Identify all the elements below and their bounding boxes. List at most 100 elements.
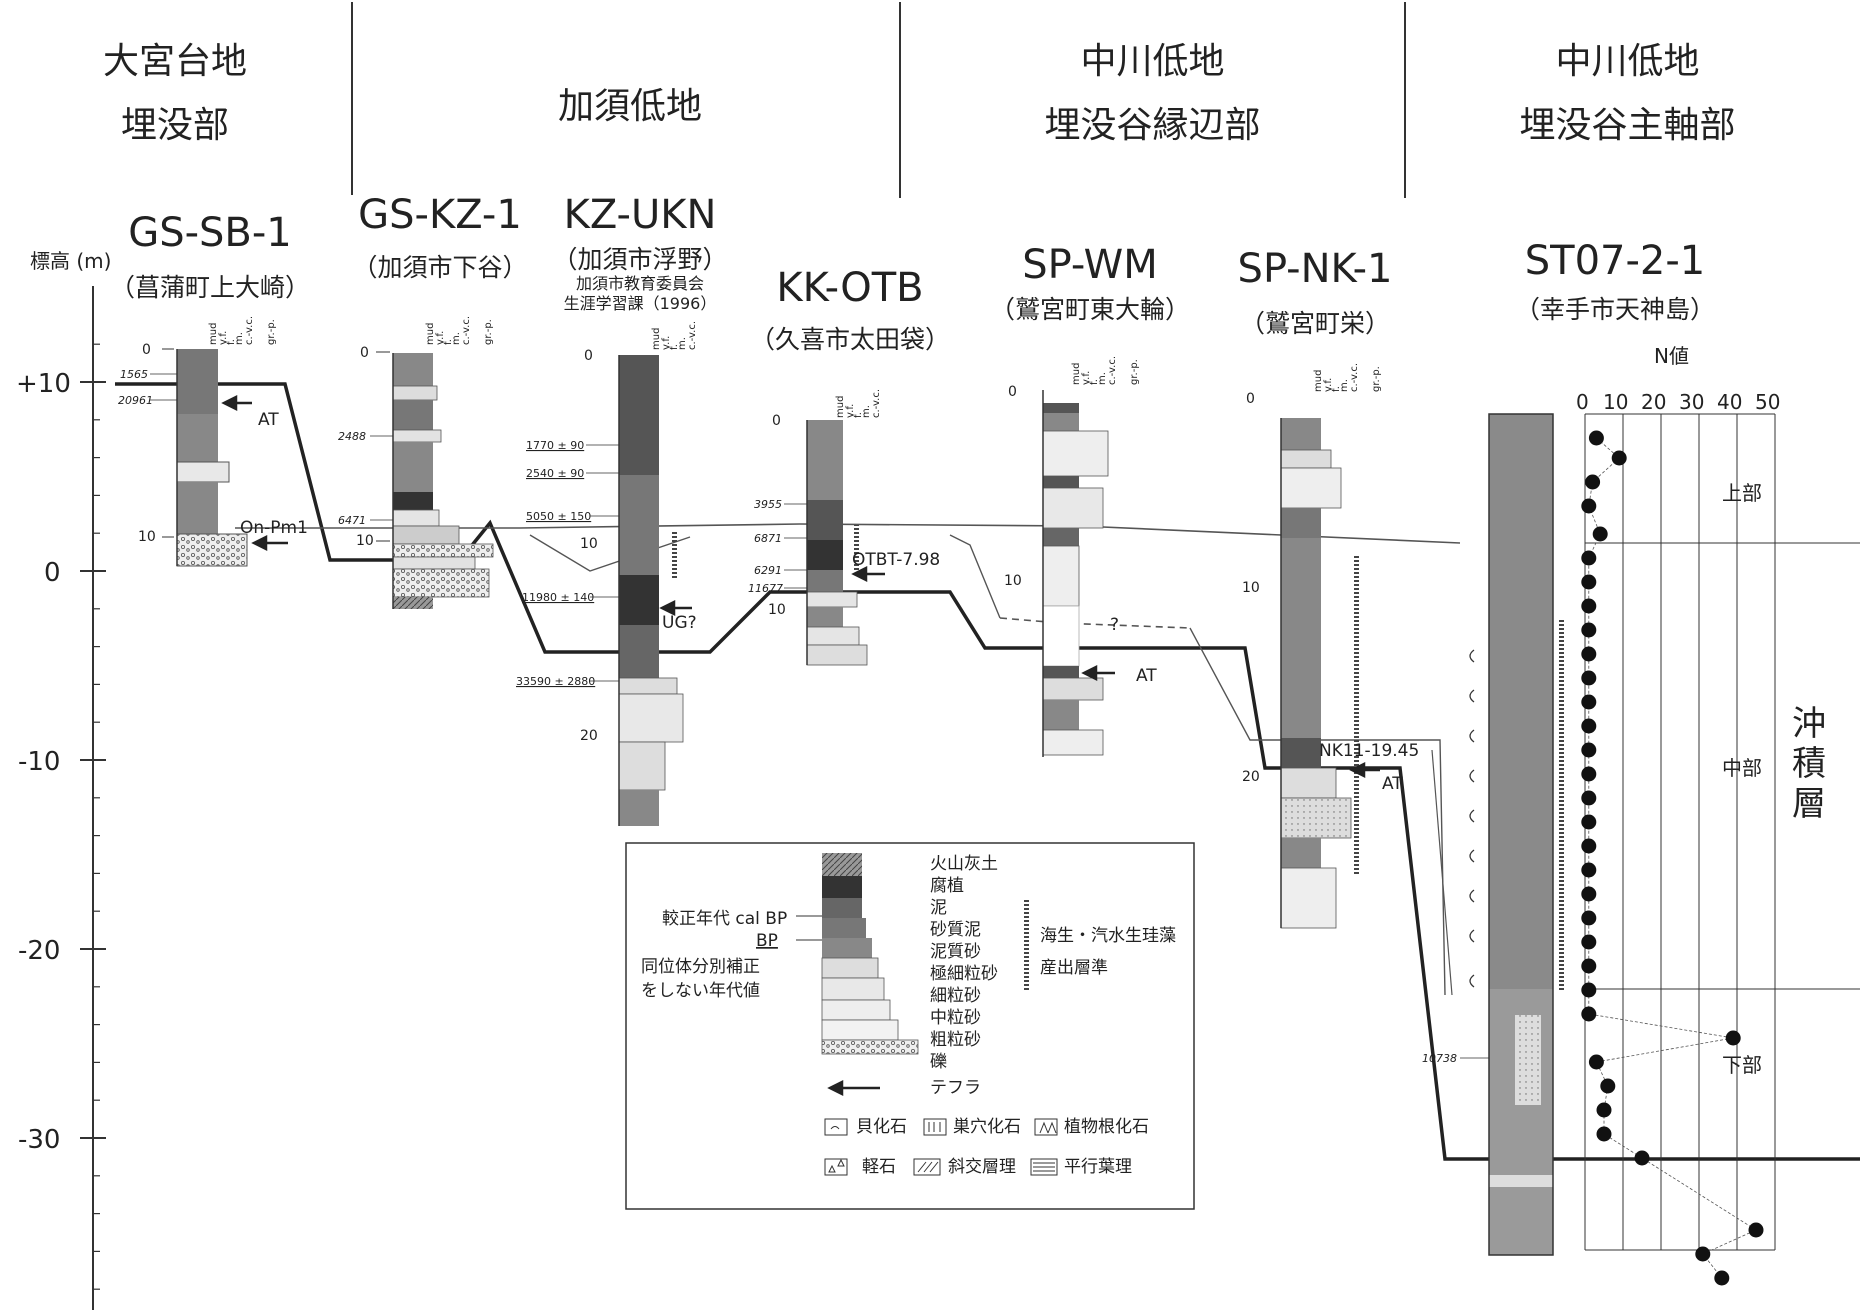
grain-size-label: c.-v.c.	[244, 316, 255, 345]
n-value-point	[1634, 1150, 1650, 1166]
n-value-point	[1581, 498, 1597, 514]
legend-symbol-label: 平行葉理	[1064, 1157, 1132, 1177]
legend-symbol-label: 巣穴化石	[953, 1117, 1021, 1137]
region-line2: 埋没谷主軸部	[1519, 105, 1736, 146]
tephra-label: ?	[1110, 615, 1119, 635]
legend-symbol-label: 斜交層理	[948, 1157, 1016, 1177]
n-value-point	[1588, 430, 1604, 446]
n-value-point	[1611, 450, 1627, 466]
site-name: GS-KZ-1	[358, 192, 522, 238]
legend-lithology: 極細粒砂	[930, 964, 998, 984]
site-source-line1: 加須市教育委員会	[575, 274, 704, 293]
n-value-tick: 30	[1679, 390, 1704, 414]
site-source-line2: 生涯学習課（1996）	[563, 294, 717, 313]
tephra-link-line	[1189, 627, 1446, 996]
legend-uncorrected: 同位体分別補正	[641, 957, 760, 977]
region-dividers	[351, 2, 1406, 198]
site-name: KK-OTB	[776, 265, 924, 311]
legend-lithology: 泥	[930, 898, 947, 918]
grain-size-label: v.f.	[218, 331, 229, 345]
n-value-point	[1581, 958, 1597, 974]
depth-label: 0	[360, 345, 369, 361]
n-value-point	[1581, 670, 1597, 686]
n-value-point	[1600, 1078, 1616, 1094]
axis-tick-label: -10	[18, 747, 60, 777]
grain-size-label: v.f.	[845, 404, 856, 418]
tephra-label: On-Pm1	[240, 518, 308, 538]
grain-size-label: c.-v.c.	[687, 321, 698, 350]
n-value-point	[1581, 1006, 1597, 1022]
legend-lithology: 腐植	[930, 876, 964, 896]
grain-size-label: c.-v.c.	[461, 316, 472, 345]
legend: 火山灰土 腐植 泥 砂質泥 泥質砂 極細粒砂 細粒砂 中粒砂 粗粒砂 礫 較正年…	[625, 842, 1195, 1210]
grain-size-label: v.f.	[1323, 378, 1334, 392]
column-kk-otb: 0 10 3955 6871 6291 11677	[748, 413, 868, 666]
alluvium-char: 積	[1792, 744, 1826, 784]
region-line1: 中川低地	[1555, 41, 1700, 82]
depth-label: 10	[138, 529, 156, 545]
grain-size-headers: mud v.f. f. m. c.-v.c. gr.-p. mud v.f. f…	[208, 316, 1382, 418]
column-gs-kz-1: 0 10 2488 6471	[338, 345, 494, 609]
column-sp-wm: 0 10	[1004, 384, 1109, 757]
alluvium-char: 沖	[1792, 704, 1826, 744]
legend-lithology: 細粒砂	[930, 986, 981, 1006]
depth-label: 0	[1008, 384, 1017, 400]
depth-label: 10	[356, 533, 374, 549]
legend-symbol-label: 軽石	[862, 1157, 896, 1177]
depth-label: 10	[1242, 580, 1260, 596]
region-omiya: 大宮台地 埋没部	[40, 30, 310, 158]
shell-fossil-icons	[1469, 649, 1475, 988]
tephra-label: AT	[1136, 666, 1157, 686]
n-value-chart: N値 0 10 20 30 40 50 上部 中部 下部	[1576, 344, 1860, 1286]
site-location: （加須市浮野）	[552, 245, 728, 274]
depth-label: 0	[772, 413, 781, 429]
legend-lithology: 中粒砂	[930, 1008, 981, 1028]
date-label: 1565	[120, 368, 148, 381]
n-value-tick: 40	[1717, 390, 1742, 414]
tephra-arrow-icon	[221, 394, 1380, 779]
n-value-point	[1695, 1246, 1711, 1262]
date-label: 1770 ± 90	[526, 439, 584, 452]
date-label: 6471	[338, 514, 366, 527]
grain-size-label: gr.-p.	[266, 319, 277, 345]
legend-diatom: 産出層準	[1040, 958, 1108, 978]
n-value-point	[1581, 718, 1597, 734]
site-name: SP-NK-1	[1237, 246, 1393, 292]
legend-lithology: 粗粒砂	[930, 1030, 981, 1050]
tephra-label: NK11-19.45	[1319, 741, 1419, 761]
n-value-point	[1585, 474, 1601, 490]
n-value-point	[1581, 646, 1597, 662]
alluvium-char: 層	[1792, 784, 1826, 824]
date-label: 5050 ± 150	[526, 510, 591, 523]
site-name: SP-WM	[1022, 242, 1158, 288]
burrow-icon	[923, 1118, 947, 1136]
date-label: 11980 ± 140	[522, 591, 594, 604]
region-kazo: 加須低地	[360, 75, 900, 139]
legend-diatom: 海生・汽水生珪藻	[1040, 926, 1176, 946]
site-location: （久喜市太田袋）	[749, 325, 950, 354]
site-name: ST07-2-1	[1524, 238, 1706, 284]
n-value-point	[1581, 934, 1597, 950]
site-location: （菖蒲町上大崎）	[109, 273, 310, 302]
legend-lithology: 礫	[930, 1052, 947, 1072]
site-name: KZ-UKN	[563, 192, 717, 238]
site-location: （加須市下谷）	[352, 253, 528, 282]
depth-label: 0	[1246, 391, 1255, 407]
depth-label: 10	[1004, 573, 1022, 589]
n-value-point	[1581, 742, 1597, 758]
grain-size-label: mud	[835, 396, 846, 418]
n-value-title: N値	[1654, 344, 1689, 368]
region-nakagawa-margin: 中川低地 埋没谷縁辺部	[900, 30, 1405, 158]
n-value-tick: 10	[1603, 390, 1628, 414]
depth-label: 10	[768, 602, 786, 618]
date-label: 6871	[754, 532, 782, 545]
grain-size-label: mud	[1071, 363, 1082, 385]
grain-size-label: f.	[1089, 379, 1100, 385]
axis-label: 標高 (m)	[30, 249, 111, 273]
grain-size-label: c.-v.c.	[1107, 356, 1118, 385]
column-st07-2-1: 10738	[1422, 413, 1564, 1256]
tephra-link-line	[949, 534, 1001, 619]
n-value-point	[1596, 1102, 1612, 1118]
zone-label: 中部	[1722, 756, 1762, 780]
